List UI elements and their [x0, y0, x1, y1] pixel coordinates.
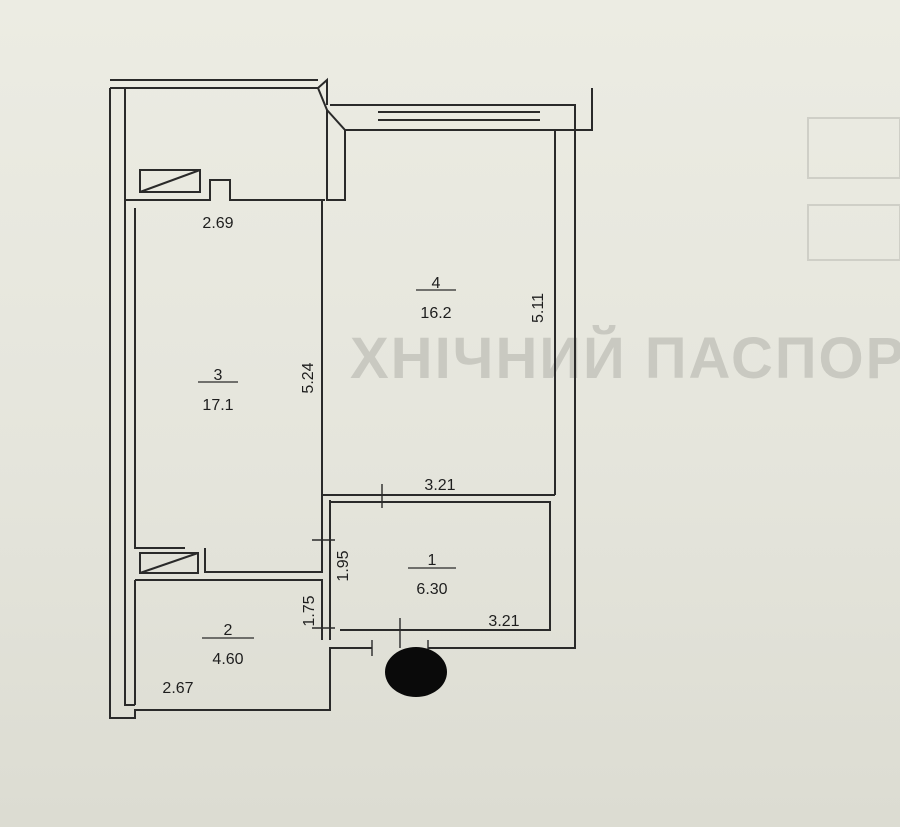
window-top — [378, 111, 540, 121]
room1-number: 1 — [428, 552, 437, 569]
room4-number: 4 — [432, 275, 441, 292]
room3-area: 17.1 — [202, 397, 233, 414]
room1-area: 6.30 — [416, 581, 447, 598]
faded-box — [807, 204, 900, 261]
dimension-1-95: 1.95 — [335, 550, 352, 581]
room3-number: 3 — [214, 367, 223, 384]
room3-bottom-wall — [204, 495, 323, 573]
loggia-rail-end — [317, 77, 328, 105]
dimension-5-24: 5.24 — [300, 362, 317, 393]
outer-wall-top-right — [555, 88, 593, 131]
room2-area: 4.60 — [212, 651, 243, 668]
dimension-3-21-bottom: 3.21 — [488, 613, 519, 630]
wall-room3-room4 — [321, 200, 555, 496]
redaction-mark — [385, 647, 447, 697]
room2-top-wall — [135, 579, 323, 640]
dimension-3-21-top: 3.21 — [424, 477, 455, 494]
faded-box — [807, 117, 900, 179]
vent-shaft-top — [139, 169, 201, 193]
vent-shaft-top-diagonal — [139, 169, 201, 193]
dimension-1-75: 1.75 — [301, 595, 318, 626]
loggia-wall — [125, 179, 325, 201]
dimension-2-67: 2.67 — [162, 680, 193, 697]
outer-wall-left — [109, 88, 372, 719]
faded-title: ХНІЧНИЙ ПАСПОРТ — [350, 326, 900, 391]
dimension-2-69: 2.69 — [202, 215, 233, 232]
wall-corner — [326, 109, 346, 131]
room1-inner — [330, 501, 551, 631]
vent-shaft-bottom — [139, 552, 199, 574]
vent-shaft-bottom-diagonal — [139, 552, 199, 574]
dimension-5-11: 5.11 — [530, 293, 547, 323]
room3-left-wall — [134, 208, 185, 549]
outer-wall-right — [330, 104, 576, 649]
room2-number: 2 — [224, 622, 233, 639]
outer-wall-left-inner — [124, 88, 135, 706]
room4-area: 16.2 — [420, 305, 451, 322]
